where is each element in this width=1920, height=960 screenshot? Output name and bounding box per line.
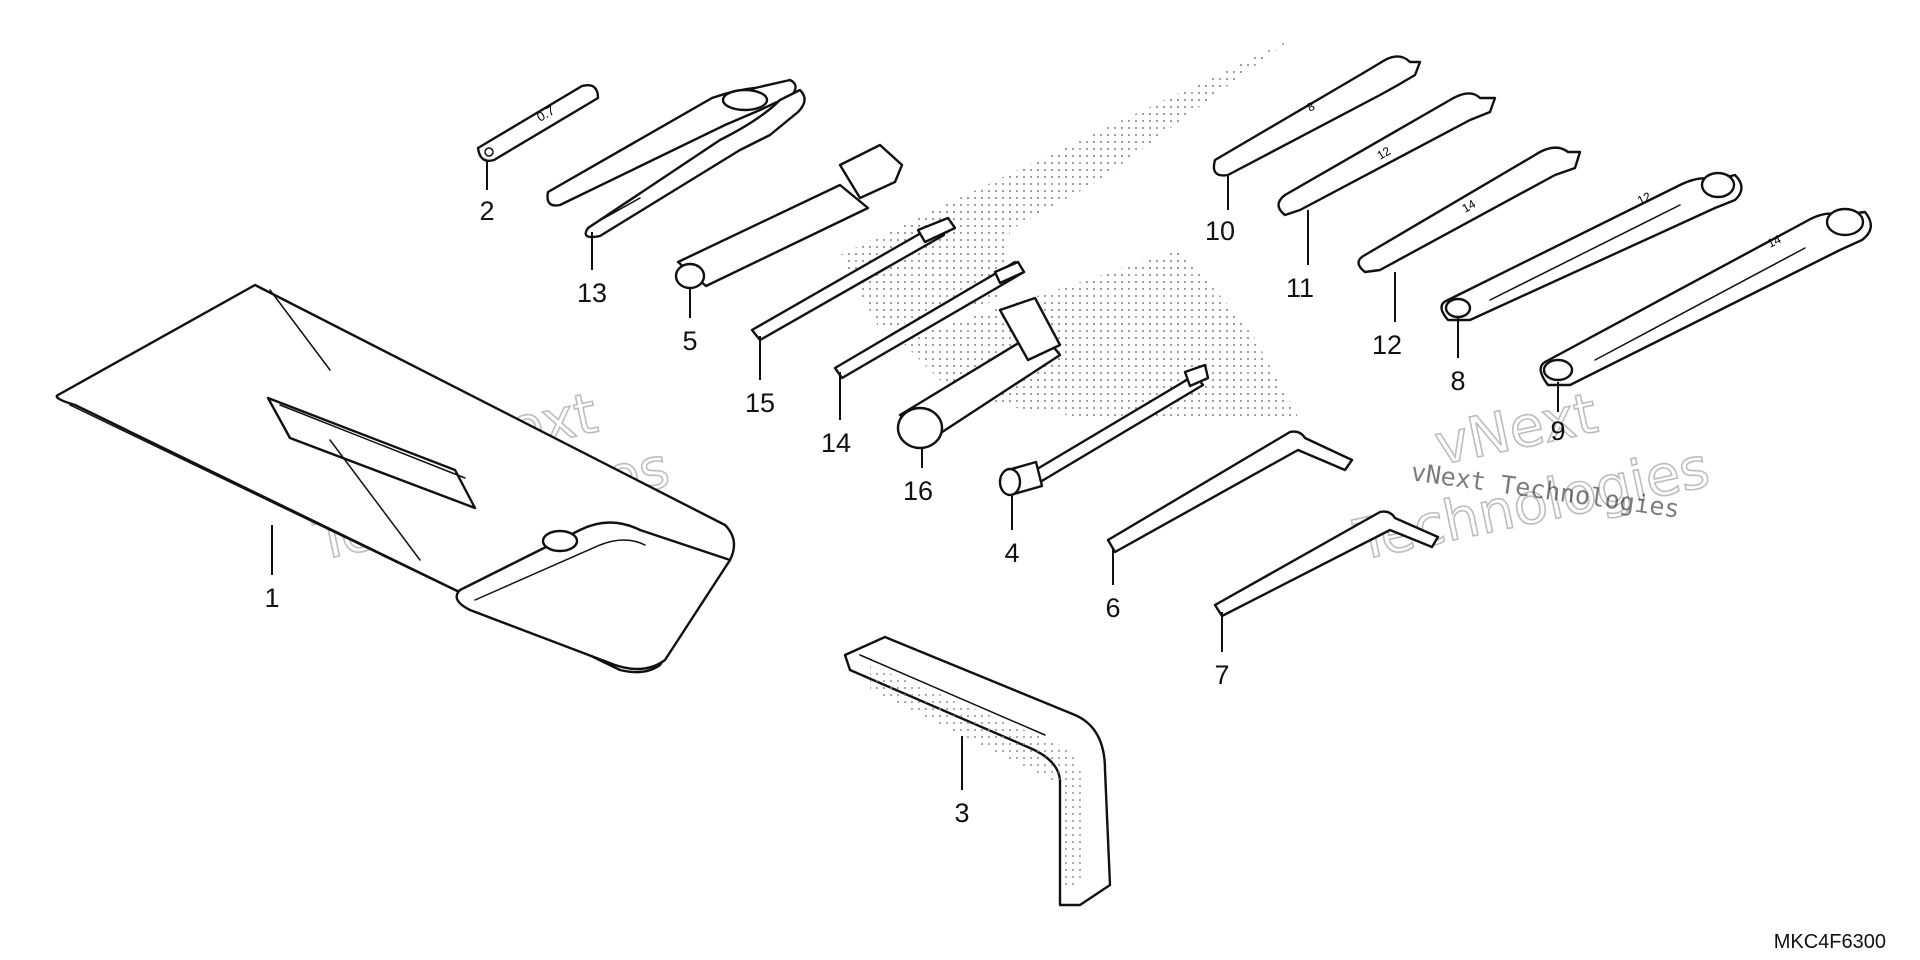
wrench-11-mark: 12: [1375, 144, 1394, 163]
callout-15: 15: [745, 388, 775, 418]
part-screwdriver-handle: [896, 296, 1062, 450]
part-wrench-10: 8: [1212, 55, 1422, 177]
callout-5: 5: [682, 326, 697, 356]
leader-lines: [271, 160, 1559, 790]
part-screwdriver-shaft: [750, 216, 957, 342]
part-feeler-gauge: 0.7: [476, 84, 600, 162]
watermark-right: vNext Technologies vNext Technologies: [1348, 380, 1716, 574]
callout-14: 14: [821, 428, 851, 458]
callout-6: 6: [1105, 593, 1120, 623]
callout-10: 10: [1205, 216, 1235, 246]
part-wrench-12: 14: [1357, 146, 1582, 274]
callout-2: 2: [479, 196, 494, 226]
callout-11: 11: [1286, 273, 1314, 303]
diagram-code: MKC4F6300: [1774, 931, 1886, 953]
callout-12: 12: [1372, 330, 1402, 360]
part-hex-key-small: [1213, 510, 1440, 618]
callout-13: 13: [577, 278, 607, 308]
callout-9: 9: [1550, 416, 1565, 446]
part-wrench-9: 14: [1539, 207, 1872, 387]
wrench-9-mark: 14: [1765, 232, 1784, 251]
wrench-8-mark: 12: [1635, 189, 1654, 208]
callout-8: 8: [1450, 366, 1465, 396]
callout-16: 16: [903, 476, 933, 506]
part-pliers: [546, 78, 806, 239]
callout-4: 4: [1004, 538, 1019, 568]
part-tool-bag: [55, 283, 736, 674]
part-strap: [843, 635, 1112, 907]
part-wrench-8: 12: [1440, 171, 1743, 322]
part-wrench-11: 12: [1277, 92, 1497, 217]
wrench-12-mark: 14: [1460, 197, 1479, 216]
callout-labels: 1 2 3 4 5 6 7 8 9 10 11 12 13 14 15 16: [264, 196, 1565, 828]
callout-1: 1: [264, 583, 279, 613]
callout-7: 7: [1214, 660, 1229, 690]
part-hex-key-large: [1106, 430, 1354, 554]
part-spark-plug-wrench: [998, 363, 1210, 497]
callout-3: 3: [954, 798, 969, 828]
